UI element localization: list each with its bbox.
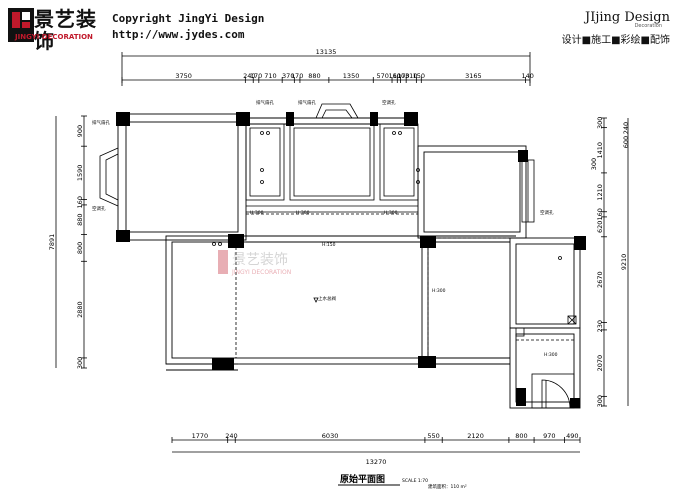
top_segments-2: 170 <box>250 72 262 80</box>
top-total: 13135 <box>316 48 337 56</box>
bottom_segments-3: 550 <box>427 432 439 440</box>
label-beam-1: H:300 <box>250 210 264 216</box>
beam-lines <box>235 213 574 358</box>
label-water-valve: 上水总阀 <box>318 295 336 302</box>
company-logo: 景艺装饰 JINGYI DECORATION <box>8 8 108 52</box>
watermark-cn: 景艺装饰 <box>232 252 288 268</box>
structural-columns <box>116 112 586 408</box>
right_segments-4: 620 <box>596 221 604 233</box>
entrance-door <box>531 373 575 409</box>
drawing-title: 原始平面图 SCALE 1:70 建筑面积：110 m² <box>338 473 467 490</box>
brand-block: JIjing Design Decoration 设计■施工■彩绘■配饰 <box>562 10 670 46</box>
right-extra-1: 600 <box>622 136 630 148</box>
left_segments-1: 1590 <box>76 165 84 182</box>
label-beam-6: H:300 <box>544 352 558 358</box>
top_segments-15: 140 <box>521 72 533 80</box>
watermark: 景艺装饰 JINGYI DECORATION <box>218 250 291 276</box>
top_segments-0: 3750 <box>175 72 192 80</box>
right_segments-7: 2070 <box>596 355 604 372</box>
bottom_segments-1: 240 <box>225 432 237 440</box>
left-total: 7891 <box>48 234 56 251</box>
top_segments-4: 370 <box>282 72 294 80</box>
brand-subtitle: Decoration <box>634 23 662 29</box>
title-area: 建筑面积：110 m² <box>428 483 467 490</box>
website-url[interactable]: http://www.jydes.com <box>112 28 245 41</box>
bottom_segments-0: 1770 <box>192 432 209 440</box>
right_segments-2: 1210 <box>596 184 604 201</box>
bottom-total: 13270 <box>366 458 387 466</box>
left_segments-4: 800 <box>76 242 84 254</box>
top_segments-11: 170 <box>397 72 409 80</box>
label-exhaust-left: 排气扇孔 <box>92 119 110 126</box>
label-beam-3: H:300 <box>384 210 398 216</box>
left-dimension-chain <box>55 115 87 369</box>
top_segments-6: 880 <box>308 72 320 80</box>
label-ac-top: 空调孔 <box>382 99 396 106</box>
label-beam-4: H:150 <box>322 242 336 248</box>
bottom_segments-7: 490 <box>566 432 578 440</box>
watermark-en: JINGYI DECORATION <box>231 269 291 276</box>
label-ac-right: 空调孔 <box>540 209 554 216</box>
title-scale: SCALE 1:70 <box>402 478 428 484</box>
top_segments-5: 170 <box>291 72 303 80</box>
right_segments-5: 2670 <box>596 271 604 288</box>
top-dimension-chain <box>121 52 531 86</box>
top_segments-7: 1350 <box>343 72 360 80</box>
right_segments-0: 300 <box>596 117 604 129</box>
left_segments-6: 300 <box>76 357 84 369</box>
top_segments-1: 240 <box>243 72 255 80</box>
brand-title: JIjing Design <box>584 10 670 25</box>
top_segments-12: 310 <box>405 72 417 80</box>
services-line: 设计■施工■彩绘■配饰 <box>561 35 670 46</box>
top_segments-13: 150 <box>413 72 425 80</box>
bottom_segments-2: 6030 <box>322 432 339 440</box>
right_segments-6: 230 <box>596 320 604 332</box>
top_segments-9: 160 <box>388 72 400 80</box>
logo-english-name: JINGYI DECORATION <box>15 33 93 41</box>
top_segments-3: 710 <box>264 72 276 80</box>
right-extra-2: 300 <box>590 158 598 170</box>
right_segments-3: 160 <box>596 208 604 220</box>
right_segments-1: 1410 <box>596 142 604 159</box>
right-dimension-chain <box>601 117 629 407</box>
label-ac-left: 空调孔 <box>92 205 106 212</box>
fixtures <box>212 131 577 337</box>
top_segments-14: 3165 <box>465 72 482 80</box>
left_segments-2: 160 <box>76 196 84 208</box>
left_segments-0: 900 <box>76 125 84 137</box>
label-beam-2: H:300 <box>296 210 310 216</box>
right_segments-8: 300 <box>596 395 604 407</box>
label-beam-5: H:300 <box>432 288 446 294</box>
right-balcony <box>521 159 535 223</box>
left_segments-5: 2880 <box>76 301 84 318</box>
bottom_segments-5: 800 <box>515 432 527 440</box>
logo-chinese-name: 景艺装饰 <box>34 7 97 53</box>
bay-window <box>99 147 119 207</box>
top_segments-10: 100 <box>393 72 405 80</box>
bottom_segments-6: 970 <box>543 432 555 440</box>
logo-mark-icon <box>8 8 34 42</box>
upper-rooms <box>245 103 419 213</box>
left_segments-3: 880 <box>76 213 84 225</box>
bottom-dimension-chain <box>171 437 581 453</box>
label-exhaust-top1: 排气扇孔 <box>256 99 274 106</box>
title-text: 原始平面图 <box>340 473 385 485</box>
copyright-text: Copyright JingYi Design <box>112 12 265 25</box>
top_segments-8: 570 <box>376 72 388 80</box>
walls <box>117 113 581 409</box>
bottom_segments-4: 2120 <box>467 432 484 440</box>
right-extra-0: 240 <box>622 122 630 134</box>
right-total: 9210 <box>620 254 628 271</box>
label-exhaust-top2: 排气扇孔 <box>298 99 316 106</box>
room-annotations: 排气扇孔 空调孔 排气扇孔 排气扇孔 空调孔 空调孔 H:300 H:300 H… <box>92 99 558 358</box>
